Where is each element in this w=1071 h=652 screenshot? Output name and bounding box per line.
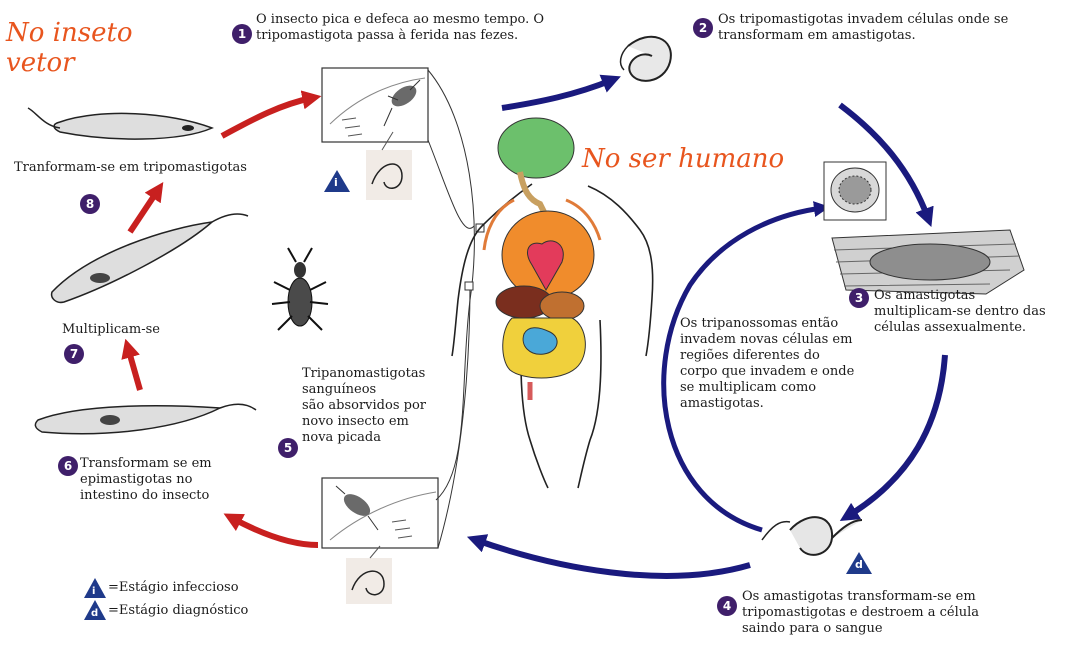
arrow-5-to-6 — [232, 518, 318, 545]
stage-1-caption: O insecto pica e defeca ao mesmo tempo. … — [256, 12, 544, 44]
stage-3-caption: Os amastigotas multiplicam-se dentro das… — [874, 288, 1046, 336]
brain-icon — [498, 118, 574, 178]
legend-infective-label: =Estágio infeccioso — [108, 580, 239, 596]
region-label-human: No ser humano — [582, 144, 784, 174]
trypomastigote-stage-2 — [628, 37, 671, 81]
stage-6-caption: Transformam se em epimastigotas no intes… — [80, 456, 212, 504]
bite-box-stage-1 — [322, 68, 428, 142]
arrow-7-to-8 — [130, 190, 158, 232]
stage-2-caption: Os tripomastigotas invadem células onde … — [718, 12, 1008, 44]
legend-infective-letter: i — [92, 584, 95, 600]
infective-marker-letter: i — [334, 175, 338, 191]
stage-8-caption: Tranformam-se em tripomastigotas — [14, 160, 247, 176]
arrow-1-to-2 — [502, 80, 612, 108]
diagnostic-marker-letter: d — [855, 557, 863, 573]
trypomastigote-stage-4 — [790, 517, 862, 555]
triatomine-bug-icon — [272, 248, 328, 330]
stage-5-badge: 5 — [278, 438, 298, 458]
stage-4-badge: 4 — [717, 596, 737, 616]
stomach-icon — [540, 292, 584, 320]
arrow-3-to-4 — [848, 355, 945, 516]
stage-3-badge: 3 — [849, 288, 869, 308]
stage-7-badge: 7 — [64, 344, 84, 364]
tag-marker — [465, 282, 473, 290]
arrow-4-to-5 — [476, 540, 750, 576]
epimastigote-stage-7 — [52, 222, 212, 302]
arrow-6-to-7 — [128, 348, 140, 390]
legend-diagnostic-label: =Estágio diagnóstico — [108, 603, 248, 619]
legend-diagnostic-letter: d — [91, 606, 98, 622]
connector-line — [438, 284, 470, 548]
center-note: Os tripanossomas então invadem novas cél… — [680, 316, 854, 412]
stage-8-badge: 8 — [80, 194, 100, 214]
stage-6-badge: 6 — [58, 456, 78, 476]
region-label-vector: No inseto vetor — [6, 18, 133, 78]
stage-2-badge: 2 — [693, 18, 713, 38]
stage-4-caption: Os amastigotas transformam-se em tripoma… — [742, 589, 979, 637]
bite-box-stage-5 — [322, 478, 438, 548]
arrow-8-to-1 — [222, 98, 312, 136]
stage-1-badge: 1 — [232, 24, 252, 44]
connector-line — [428, 140, 474, 228]
stage-7-caption: Multiplicam-se — [62, 322, 160, 338]
inset-trypomastigote-5 — [346, 558, 392, 604]
inset-trypomastigote-1 — [366, 150, 412, 200]
epimastigote-stage-6 — [35, 406, 220, 434]
stage-5-caption: Tripanomastigotas sanguíneos são absorvi… — [302, 366, 426, 446]
muscle-tissue-icon — [832, 230, 1024, 294]
